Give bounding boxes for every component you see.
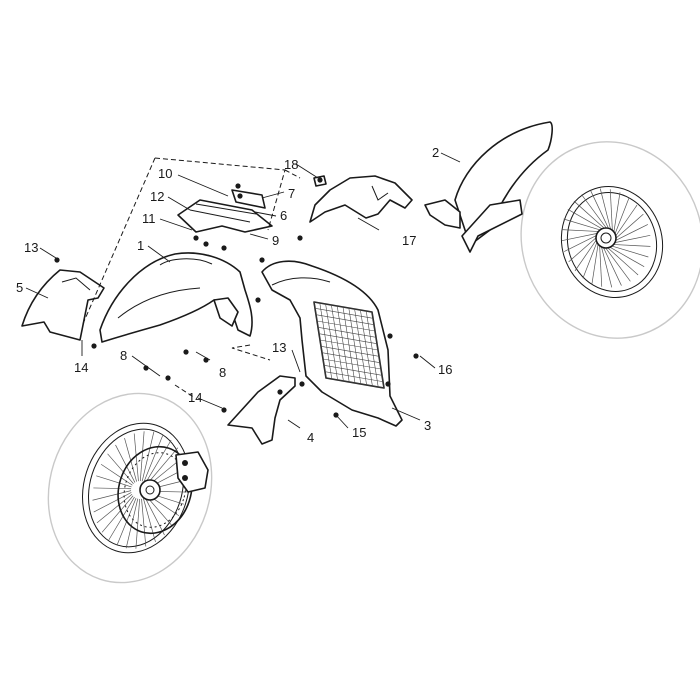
callout-15: 15 [352, 425, 366, 440]
part-radiator-shroud [261, 260, 403, 427]
callout-10: 10 [158, 166, 172, 181]
callout-3: 3 [424, 418, 431, 433]
callout-13-mid: 13 [272, 340, 286, 355]
callout-16: 16 [438, 362, 452, 377]
callout-8-left: 8 [120, 348, 127, 363]
part-mount-bracket [177, 189, 273, 233]
leader-lines [25, 152, 461, 429]
rear-spokes [561, 188, 651, 288]
front-wheel [47, 392, 213, 584]
callout-4: 4 [307, 430, 314, 445]
assembly-guides [81, 157, 301, 399]
callout-1: 1 [137, 238, 144, 253]
callout-9: 9 [272, 233, 279, 248]
callout-6: 6 [280, 208, 287, 223]
callout-14-mid: 14 [188, 390, 202, 405]
part-rear-bracket [309, 175, 413, 223]
rear-wheel [520, 141, 700, 339]
callout-labels: 2 18 17 10 7 12 6 11 9 1 13 5 13 8 14 16… [16, 145, 452, 445]
callout-17: 17 [402, 233, 416, 248]
callout-7: 7 [288, 186, 295, 201]
callout-5: 5 [16, 280, 23, 295]
callout-11: 11 [142, 211, 156, 226]
callout-12: 12 [150, 189, 164, 204]
callout-14-left: 14 [74, 360, 88, 375]
callout-13-left: 13 [24, 240, 38, 255]
radiator-grille [313, 301, 385, 389]
callout-18: 18 [284, 157, 298, 172]
fasteners [54, 177, 419, 418]
part-lower-cover [227, 375, 296, 445]
callout-2: 2 [432, 145, 439, 160]
part-front-mudguard [99, 252, 253, 343]
part-side-cover-left [21, 269, 105, 341]
callout-8-right: 8 [219, 365, 226, 380]
part-rear-mudguard [424, 121, 553, 253]
